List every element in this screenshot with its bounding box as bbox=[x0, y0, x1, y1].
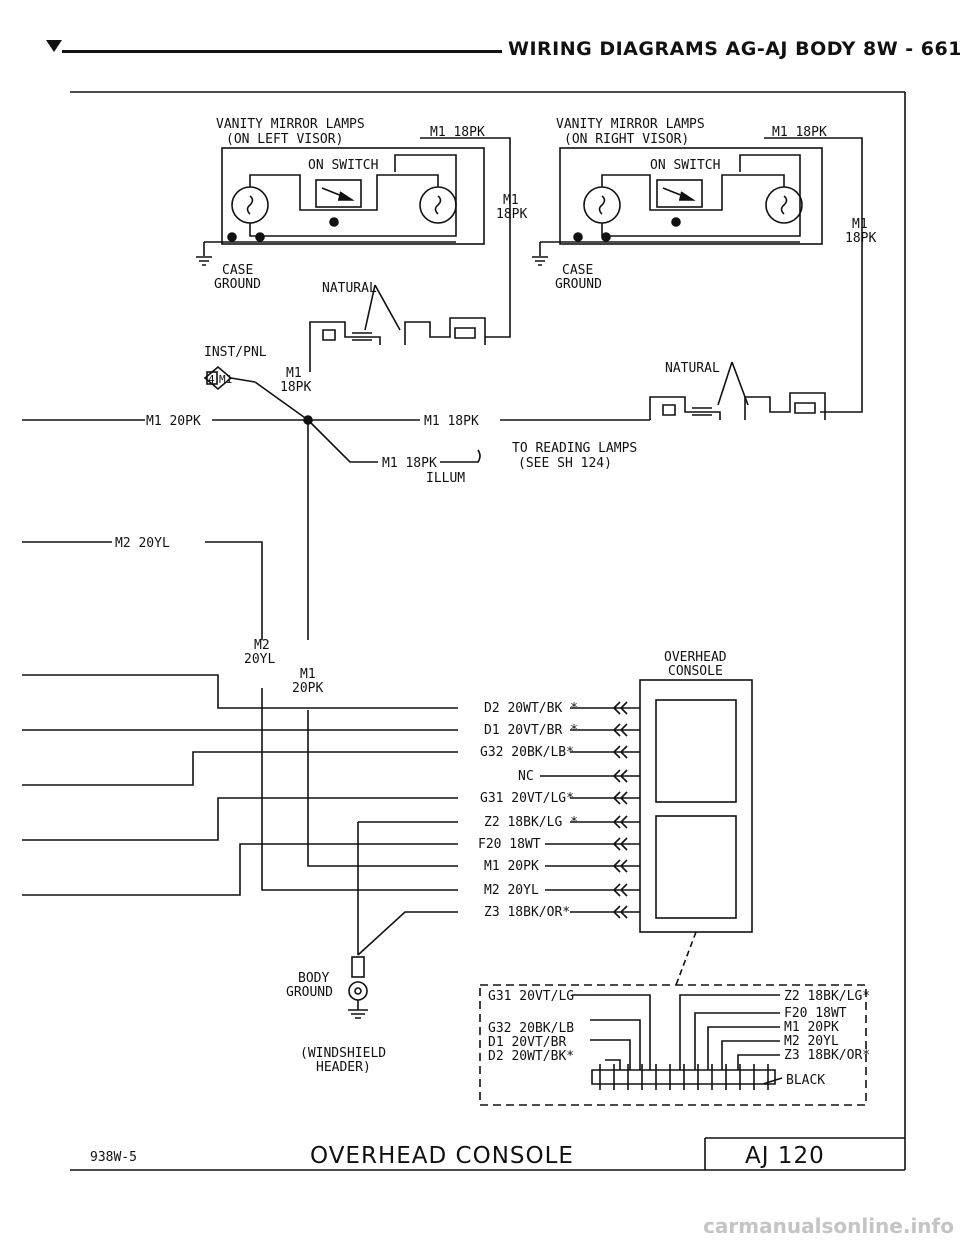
natural-connector-right-female bbox=[744, 392, 826, 420]
pinout-left-label: G32 20BK/LB bbox=[488, 1021, 574, 1036]
wire-m2-20yl-main: M2 20YL bbox=[115, 536, 170, 551]
right-case-ground-icon bbox=[532, 256, 548, 266]
wire-m1-right-vert-2: 18PK bbox=[845, 231, 876, 246]
body-ground-label-2: GROUND bbox=[286, 985, 333, 1000]
body-ground-terminal bbox=[351, 956, 365, 978]
overhead-console-title-2: CONSOLE bbox=[668, 664, 723, 679]
console-wire-label: M1 20PK bbox=[484, 859, 539, 874]
natural-connector-right-male bbox=[649, 396, 721, 420]
wire-illum-label: ILLUM bbox=[426, 471, 465, 486]
right-lamp-1-filament bbox=[598, 195, 606, 215]
wire-m2-vert-1: M2 bbox=[254, 638, 270, 653]
left-vanity-box bbox=[221, 147, 485, 245]
pinout-left-label: D2 20WT/BK* bbox=[488, 1049, 574, 1064]
console-wire-label: D1 20VT/BR * bbox=[484, 723, 578, 738]
pinout-right-label: M1 20PK bbox=[784, 1020, 839, 1035]
wire-m1-vert-1: M1 bbox=[300, 667, 316, 682]
right-case-ground-1: CASE bbox=[562, 263, 593, 278]
console-wire-label: G32 20BK/LB* bbox=[480, 745, 574, 760]
wire-m1-18pk-main: M1 18PK bbox=[424, 414, 479, 429]
wire-m1-20pk-main: M1 20PK bbox=[146, 414, 201, 429]
console-wire-label: F20 18WT bbox=[478, 837, 541, 852]
left-case-ground-1: CASE bbox=[222, 263, 253, 278]
right-switch-icon bbox=[656, 179, 703, 208]
right-case-ground-2: GROUND bbox=[555, 277, 602, 292]
left-lamp-1-filament bbox=[246, 195, 254, 215]
body-ground-icon bbox=[348, 1000, 368, 1019]
right-lamp-2-filament bbox=[780, 195, 788, 215]
natural-connector-left-male bbox=[309, 321, 381, 345]
left-switch-label: ON SWITCH bbox=[308, 158, 378, 173]
natural-right-pointer bbox=[717, 361, 749, 406]
site-watermark: carmanualsonline.info bbox=[703, 1214, 954, 1238]
console-wire-label: D2 20WT/BK * bbox=[484, 701, 578, 716]
wire-m1-right-vert-1: M1 bbox=[852, 217, 868, 232]
footer-page: AJ 120 bbox=[745, 1143, 825, 1169]
inst-pnl-circuit: M1 bbox=[219, 373, 232, 386]
footer-title: OVERHEAD CONSOLE bbox=[310, 1143, 574, 1169]
pinout-left-label: G31 20VT/LG bbox=[488, 989, 574, 1004]
wire-m1-18pk-right-top: M1 18PK bbox=[772, 125, 827, 140]
wire-m1-vert-2: 20PK bbox=[292, 681, 323, 696]
pinout-right-label: Z2 18BK/LG* bbox=[784, 989, 870, 1004]
right-vanity-title-1: VANITY MIRROR LAMPS bbox=[556, 117, 705, 132]
body-ground-eyelet-icon bbox=[348, 981, 368, 1001]
reading-lamps-2: (SEE SH 124) bbox=[518, 456, 612, 471]
body-ground-label-1: BODY bbox=[298, 971, 329, 986]
natural-left-label: NATURAL bbox=[322, 281, 377, 296]
pinout-right-label: F20 18WT bbox=[784, 1006, 847, 1021]
down-triangle-icon bbox=[46, 40, 62, 52]
natural-right-label: NATURAL bbox=[665, 361, 720, 376]
left-vanity-title-1: VANITY MIRROR LAMPS bbox=[216, 117, 365, 132]
natural-connector-left-female bbox=[404, 317, 486, 345]
wire-m2-vert-2: 20YL bbox=[244, 652, 275, 667]
wire-m1-18pk-left-top: M1 18PK bbox=[430, 125, 485, 140]
reading-lamps-1: TO READING LAMPS bbox=[512, 441, 637, 456]
console-wire-label: NC bbox=[518, 769, 534, 784]
left-case-ground-2: GROUND bbox=[214, 277, 261, 292]
right-vanity-box bbox=[559, 147, 823, 245]
pinout-right-label: M2 20YL bbox=[784, 1034, 839, 1049]
windshield-header-1: (WINDSHIELD bbox=[300, 1046, 386, 1061]
header-rule bbox=[62, 50, 502, 53]
wire-m1-left-vert-1: M1 bbox=[503, 193, 519, 208]
inst-pnl-pin: 4 bbox=[208, 373, 215, 386]
overhead-console-title-1: OVERHEAD bbox=[664, 650, 727, 665]
connector-pinout-box bbox=[479, 984, 867, 1106]
connector-pins bbox=[599, 1064, 769, 1090]
wire-m1-inst-1: M1 bbox=[286, 366, 302, 381]
footer-code: 938W-5 bbox=[90, 1150, 137, 1165]
console-wire-label: Z3 18BK/OR* bbox=[484, 905, 570, 920]
natural-left-pointer bbox=[364, 284, 401, 331]
left-vanity-title-2: (ON LEFT VISOR) bbox=[226, 132, 343, 147]
right-switch-label: ON SWITCH bbox=[650, 158, 720, 173]
wire-m1-inst-2: 18PK bbox=[280, 380, 311, 395]
connector-color-label: BLACK bbox=[786, 1073, 825, 1088]
page-header: WIRING DIAGRAMS AG-AJ BODY 8W - 661 bbox=[0, 0, 960, 80]
wire-m1-left-vert-2: 18PK bbox=[496, 207, 527, 222]
connector-body bbox=[591, 1069, 776, 1085]
windshield-header-2: HEADER) bbox=[316, 1060, 371, 1075]
page-title: WIRING DIAGRAMS AG-AJ BODY 8W - 661 bbox=[508, 38, 960, 60]
console-wire-label: M2 20YL bbox=[484, 883, 539, 898]
left-lamp-2-filament bbox=[434, 195, 442, 215]
left-case-ground-icon bbox=[196, 256, 212, 266]
right-vanity-title-2: (ON RIGHT VISOR) bbox=[564, 132, 689, 147]
console-wire-label: G31 20VT/LG* bbox=[480, 791, 574, 806]
pinout-right-label: Z3 18BK/OR* bbox=[784, 1048, 870, 1063]
inst-pnl-label: INST/PNL bbox=[204, 345, 267, 360]
left-switch-icon bbox=[315, 179, 362, 208]
wire-m1-18pk-illum: M1 18PK bbox=[382, 456, 437, 471]
console-wire-label: Z2 18BK/LG * bbox=[484, 815, 578, 830]
pinout-left-label: D1 20VT/BR bbox=[488, 1035, 566, 1050]
console-arrow-icons bbox=[540, 701, 640, 919]
